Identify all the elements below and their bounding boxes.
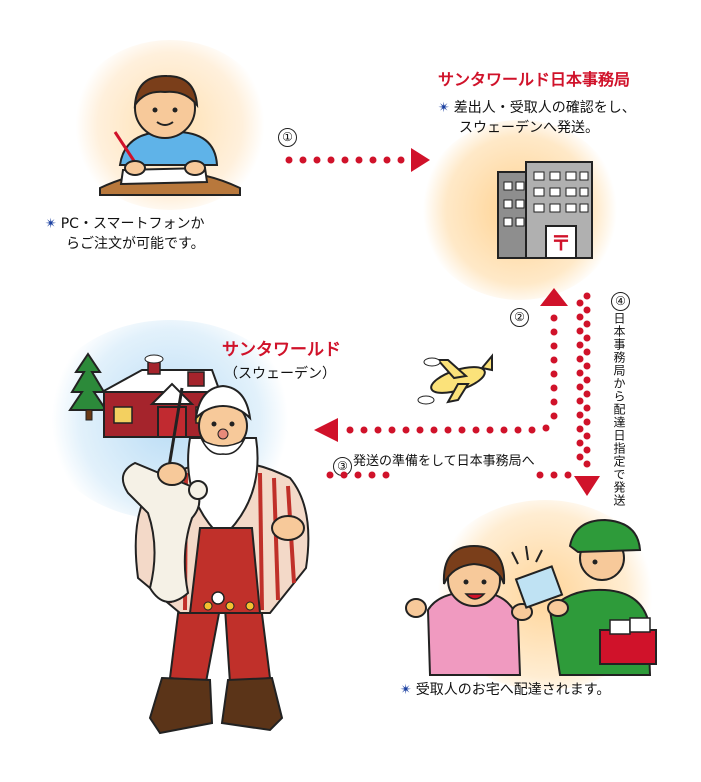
japan-office-note-line2: スウェーデンへ発送。 [459,120,599,136]
step1-note-line2: らご注文が可能です。 [66,236,205,252]
step4-label: 日本事務局から配達日指定で発送 [612,312,626,507]
santa-world-title: サンタワールド [222,340,341,360]
delivery-note: ✴受取人のお宅へ配達されます。 [400,680,610,700]
step3-label: 発送の準備をして日本事務局へ [353,454,535,469]
step3-arrow [326,299,584,479]
step2-number: ② [510,306,529,327]
santa-world-subtitle: （スウェーデン） [224,366,336,382]
airplane-icon [417,353,493,405]
child-writing-illustration [99,74,241,196]
step2-arrow [314,288,568,442]
svg-text:〒: 〒 [551,231,571,255]
delivery-note-text: 受取人のお宅へ配達されます。 [415,682,611,698]
bullet-star-icon: ✴ [400,682,412,698]
step1-arrow [285,148,430,172]
step1-note-line1: PC・スマートフォンか [60,216,205,232]
delivery-illustration [405,518,657,676]
japan-office-note: ✴差出人・受取人の確認をし、 スウェーデンへ発送。 [438,98,636,138]
office-building-illustration: 〒 [497,161,593,259]
step4-arrow [574,292,600,496]
bullet-star-icon: ✴ [438,100,450,116]
step4-number: ④ [611,290,630,311]
bullet-star-icon: ✴ [45,216,57,232]
santa-claus-illustration [121,384,310,735]
step1-number: ① [278,126,297,147]
japan-office-title: サンタワールド日本事務局 [438,70,631,89]
step1-note: ✴PC・スマートフォンか らご注文が可能です。 [45,214,205,254]
japan-office-note-line1: 差出人・受取人の確認をし、 [453,100,636,116]
